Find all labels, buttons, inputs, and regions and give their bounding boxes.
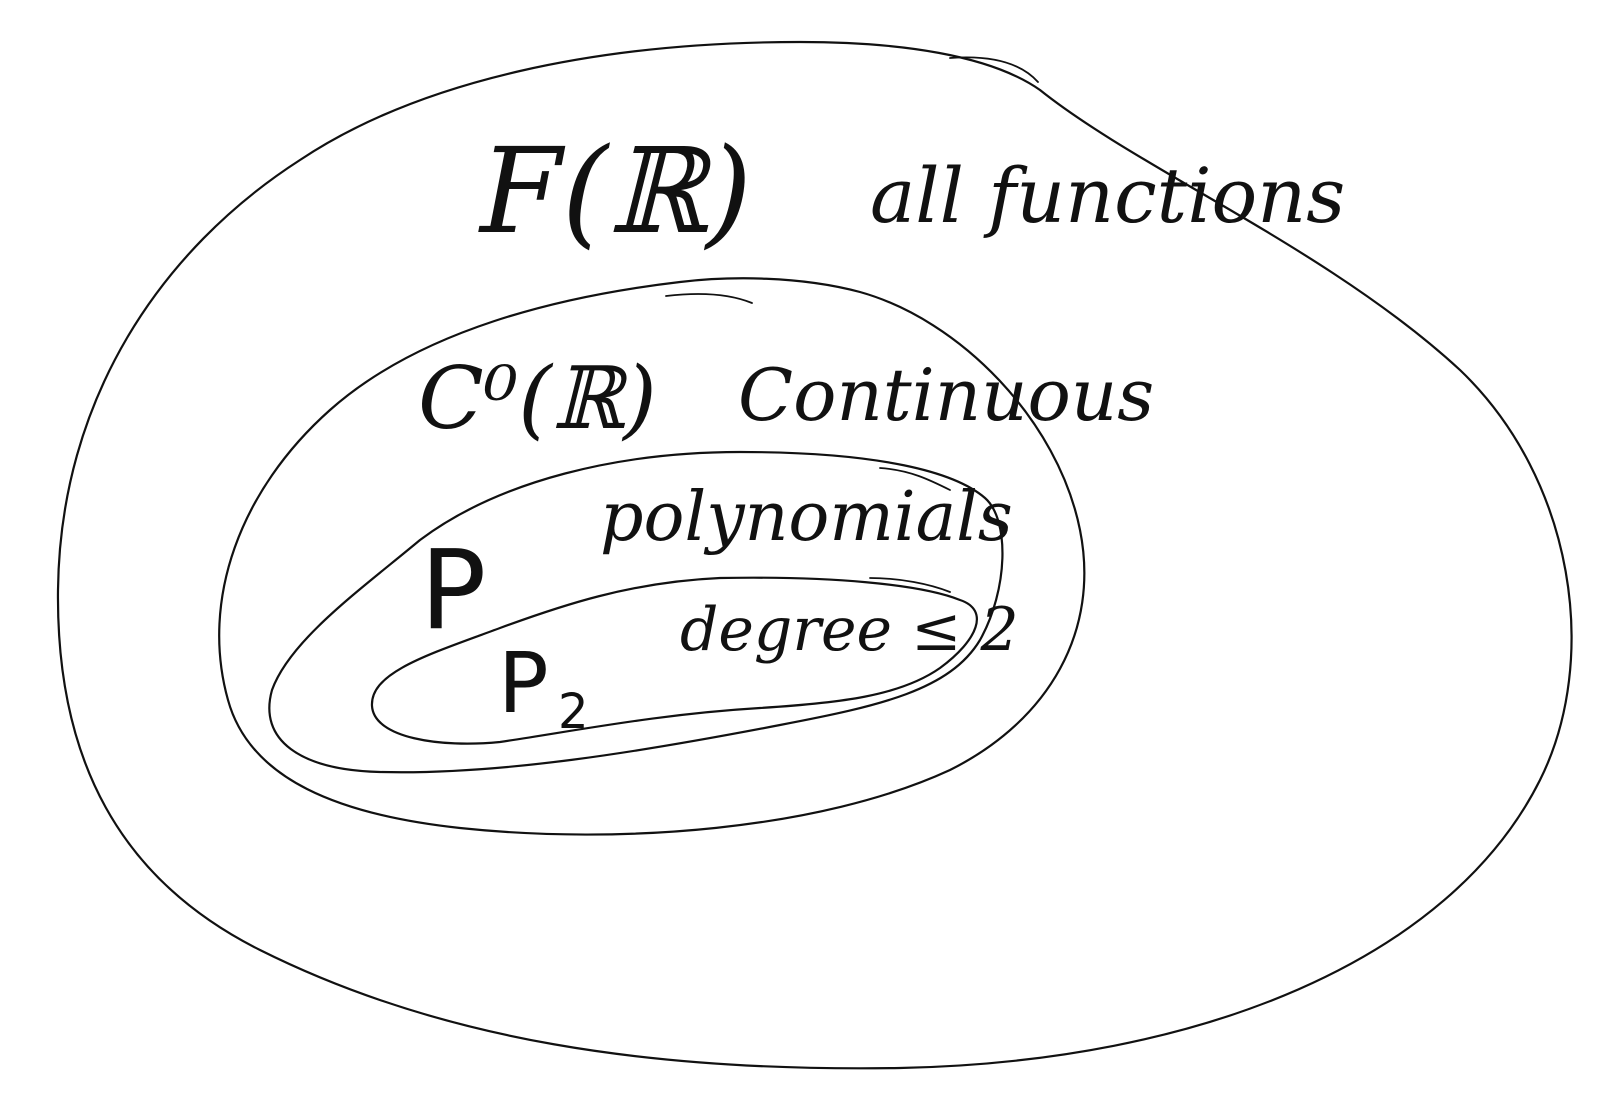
region-polynomials: P polynomials [268, 450, 1013, 774]
all-functions-boundary [56, 40, 1573, 1070]
degree-le-2-boundary-overlap [869, 577, 951, 593]
polynomials-label: polynomials [600, 478, 1013, 557]
region-degree-le-2: P 2 degree ≤ 2 [370, 576, 1019, 745]
region-continuous: C⁰(ℝ) Continuous [218, 277, 1154, 836]
continuous-symbol: C⁰(ℝ) [418, 349, 657, 449]
degree-le-2-boundary [370, 576, 978, 745]
degree-le-2-symbol-subscript: 2 [558, 684, 589, 740]
all-functions-symbol: F(ℝ) [478, 122, 752, 260]
degree-le-2-symbol-letter: P [498, 634, 549, 732]
continuous-boundary-overlap [665, 293, 753, 304]
continuous-boundary [218, 277, 1086, 836]
continuous-label: Continuous [738, 353, 1154, 437]
degree-le-2-label: degree ≤ 2 [680, 595, 1019, 665]
polynomials-symbol: P [420, 526, 486, 654]
polynomials-boundary-overlap [879, 467, 951, 491]
region-all-functions: F(ℝ) all functions [56, 40, 1573, 1070]
all-functions-label: all functions [870, 151, 1345, 240]
polynomials-boundary [268, 450, 1004, 774]
all-functions-boundary-overlap [949, 56, 1039, 83]
